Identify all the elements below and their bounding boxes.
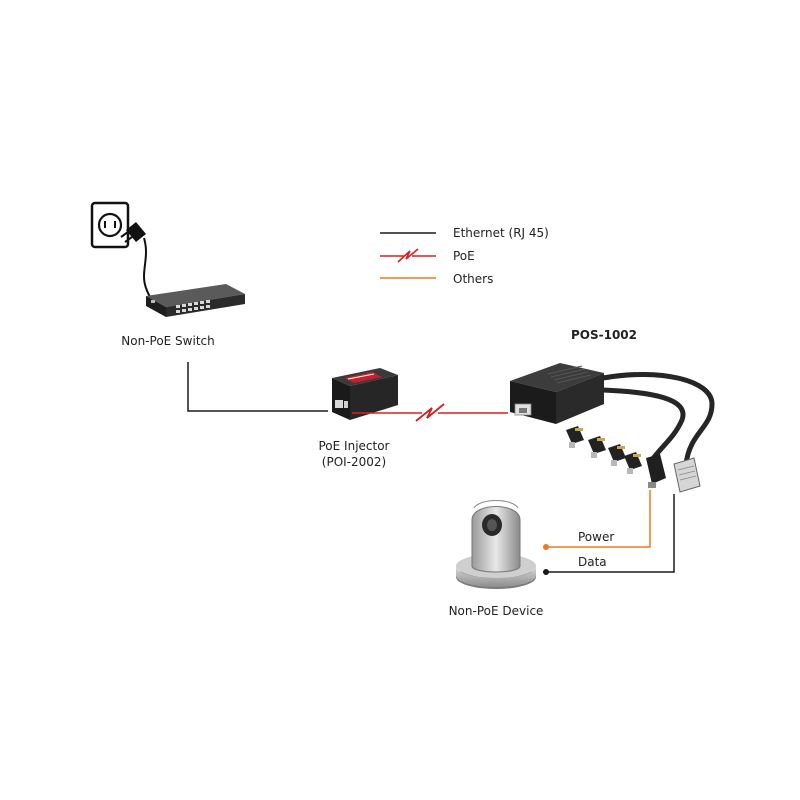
legend-poe-line xyxy=(380,248,436,263)
switch-icon xyxy=(146,284,245,317)
splitter-label: POS-1002 xyxy=(570,328,638,342)
legend xyxy=(380,232,436,279)
power-plug-icon xyxy=(120,222,151,299)
injector-icon xyxy=(332,368,398,420)
legend-ethernet-label: Ethernet (RJ 45) xyxy=(453,226,549,240)
power-line xyxy=(548,490,651,548)
injector-label-line1: PoE Injector xyxy=(318,439,390,453)
power-outlet-icon xyxy=(90,201,130,249)
power-label: Power xyxy=(578,530,615,544)
dc-adaptor-tips-icon xyxy=(566,426,642,474)
injector-to-splitter-poe xyxy=(352,403,508,422)
camera-icon xyxy=(456,500,536,589)
data-line xyxy=(548,494,675,573)
legend-poe-label: PoE xyxy=(453,249,475,263)
legend-others-label: Others xyxy=(453,272,494,286)
switch-label: Non-PoE Switch xyxy=(121,334,215,348)
injector-label-line2: (POI-2002) xyxy=(321,455,387,469)
data-label: Data xyxy=(578,555,607,569)
splitter-icon xyxy=(510,363,715,493)
device-label: Non-PoE Device xyxy=(448,604,544,618)
switch-to-injector-ethernet xyxy=(187,362,328,412)
power-line-endpoint xyxy=(543,544,549,550)
data-line-endpoint xyxy=(543,569,549,575)
